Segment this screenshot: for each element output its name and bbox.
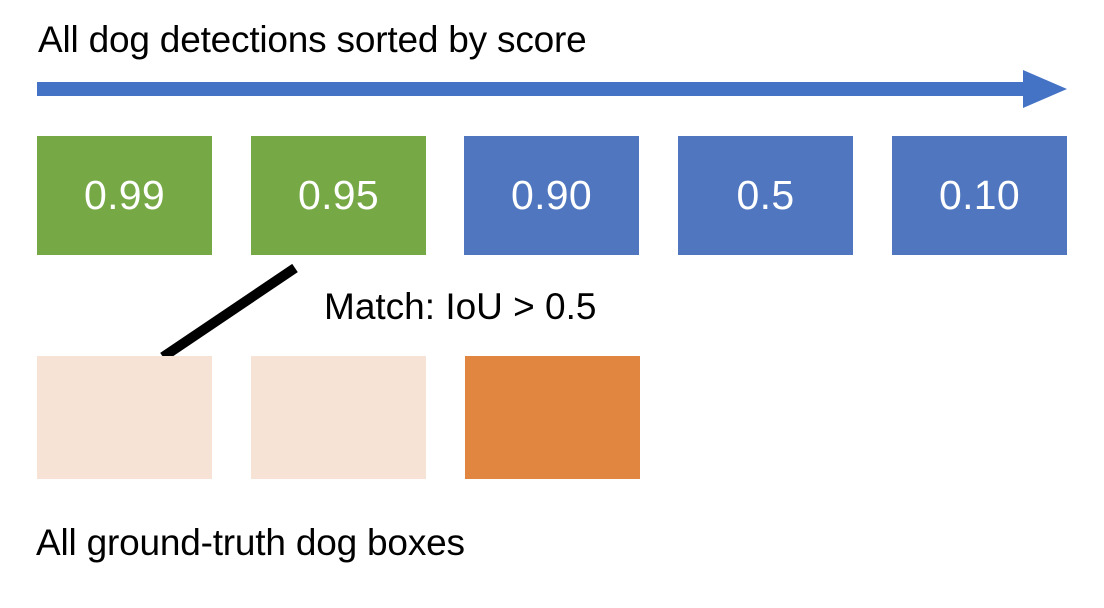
detections-caption: All dog detections sorted by score <box>38 19 587 60</box>
detection-boxes-row: 0.99 0.95 0.90 0.5 0.10 <box>37 136 1067 255</box>
detection-score-label: 0.90 <box>511 172 592 218</box>
detection-box-5[interactable]: 0.10 <box>892 136 1067 255</box>
detection-box-3[interactable]: 0.90 <box>464 136 639 255</box>
groundtruth-box-1[interactable] <box>37 356 212 479</box>
detection-score-label: 0.95 <box>298 172 379 218</box>
detection-score-label: 0.99 <box>84 172 165 218</box>
match-connector-line <box>160 263 298 362</box>
groundtruth-boxes-row <box>37 356 647 479</box>
detection-box-1[interactable]: 0.99 <box>37 136 212 255</box>
detection-score-label: 0.10 <box>939 172 1020 218</box>
detection-box-4[interactable]: 0.5 <box>678 136 853 255</box>
groundtruth-box-2[interactable] <box>251 356 426 479</box>
detection-score-label: 0.5 <box>736 172 795 218</box>
detection-box-2[interactable]: 0.95 <box>251 136 426 255</box>
match-criterion-label: Match: IoU > 0.5 <box>324 286 597 327</box>
groundtruth-box-3[interactable] <box>465 356 640 479</box>
groundtruth-caption: All ground-truth dog boxes <box>36 522 465 563</box>
score-order-arrow <box>37 70 1067 108</box>
